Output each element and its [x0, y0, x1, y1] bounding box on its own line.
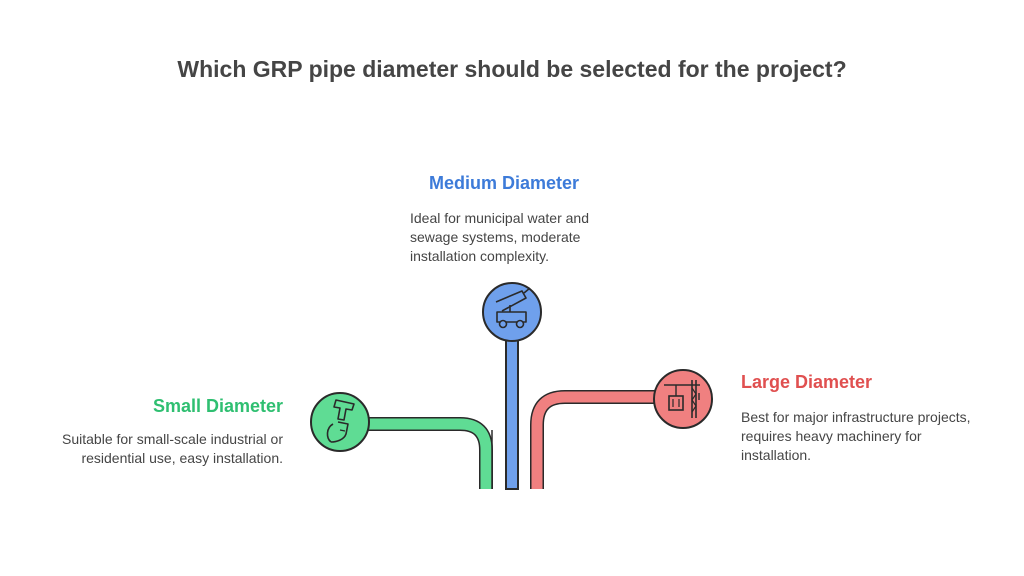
- large-diameter-title: Large Diameter: [741, 372, 873, 392]
- page-title: Which GRP pipe diameter should be select…: [177, 56, 847, 82]
- medium-pipe: [505, 340, 519, 490]
- utility-truck-icon: [482, 282, 542, 342]
- large-pipe: [530, 390, 656, 489]
- small-diameter-description: Suitable for small-scale industrial or r…: [62, 431, 283, 466]
- small-pipe: [368, 417, 493, 489]
- medium-diameter-title: Medium Diameter: [429, 173, 580, 193]
- large-diameter-description: Best for major infrastructure projects, …: [741, 409, 971, 463]
- medium-diameter-description: Ideal for municipal water and sewage sys…: [410, 210, 589, 264]
- pipe-nozzle-icon: [310, 392, 370, 452]
- crane-icon: [653, 369, 713, 429]
- small-diameter-title: Small Diameter: [152, 396, 283, 416]
